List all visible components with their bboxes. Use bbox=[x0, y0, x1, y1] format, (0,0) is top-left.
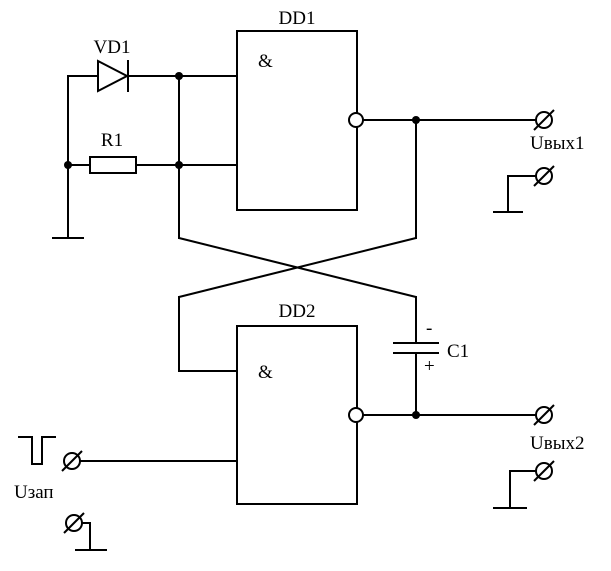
junction-dot bbox=[175, 72, 183, 80]
junction-dot bbox=[412, 411, 420, 419]
gate-dd1-inversion-bubble bbox=[348, 112, 364, 128]
gate-dd2: DD2 & bbox=[236, 301, 364, 505]
junction-dot bbox=[412, 116, 420, 124]
resistor-label: R1 bbox=[101, 130, 123, 151]
input-network bbox=[52, 75, 238, 239]
trigger-pulse-icon bbox=[18, 436, 56, 465]
capacitor-label: C1 bbox=[447, 341, 469, 362]
terminal-out1-ground bbox=[493, 165, 555, 213]
diode-triangle bbox=[97, 59, 130, 93]
gate-dd2-inversion-bubble bbox=[348, 407, 364, 423]
capacitor-c1: C1 - + bbox=[393, 296, 469, 416]
cross-coupling bbox=[178, 237, 417, 372]
gate-dd1-body bbox=[236, 30, 358, 211]
diode-label: VD1 bbox=[94, 37, 131, 58]
out1-label: Uвых1 bbox=[530, 133, 584, 154]
terminal-out1-signal bbox=[533, 109, 555, 131]
junctions bbox=[64, 72, 420, 419]
gate-dd1-label: DD1 bbox=[279, 8, 316, 29]
terminal-out2-ground bbox=[493, 460, 555, 509]
terminal-slash bbox=[63, 512, 85, 534]
gate-dd2-symbol: & bbox=[258, 362, 273, 383]
resistor-r1: R1 bbox=[89, 130, 137, 174]
capacitor-minus-sign: - bbox=[426, 318, 432, 339]
out2-label: Uвых2 bbox=[530, 433, 584, 454]
terminal-ground-lead bbox=[81, 522, 91, 551]
terminal-ground-lead bbox=[507, 175, 537, 213]
dd2-feedback-input bbox=[178, 296, 238, 372]
terminal-slash bbox=[533, 460, 555, 482]
terminal-trigger-signal bbox=[61, 450, 83, 472]
gate-dd1: DD1 & bbox=[236, 8, 364, 211]
trigger-input: Uзап bbox=[14, 436, 238, 503]
junction-dot bbox=[64, 161, 72, 169]
diode-vd1: VD1 bbox=[94, 37, 131, 93]
junction-dot bbox=[175, 161, 183, 169]
terminal-out2-signal bbox=[533, 404, 555, 426]
gate-dd2-body bbox=[236, 325, 358, 505]
terminal-slash bbox=[533, 165, 555, 187]
terminal-ground-lead bbox=[509, 470, 537, 509]
resistor-body bbox=[89, 156, 137, 174]
cross-wire-b bbox=[178, 237, 417, 298]
gate-dd2-label: DD2 bbox=[279, 301, 316, 322]
terminal-slash bbox=[61, 450, 83, 472]
terminal-trigger-ground bbox=[63, 512, 107, 551]
dd1-output bbox=[362, 119, 537, 239]
capacitor-plus-sign: + bbox=[424, 356, 435, 377]
terminal-slash bbox=[533, 109, 555, 131]
terminal-slash bbox=[533, 404, 555, 426]
trigger-label: Uзап bbox=[14, 482, 54, 503]
gate-dd1-symbol: & bbox=[258, 51, 273, 72]
